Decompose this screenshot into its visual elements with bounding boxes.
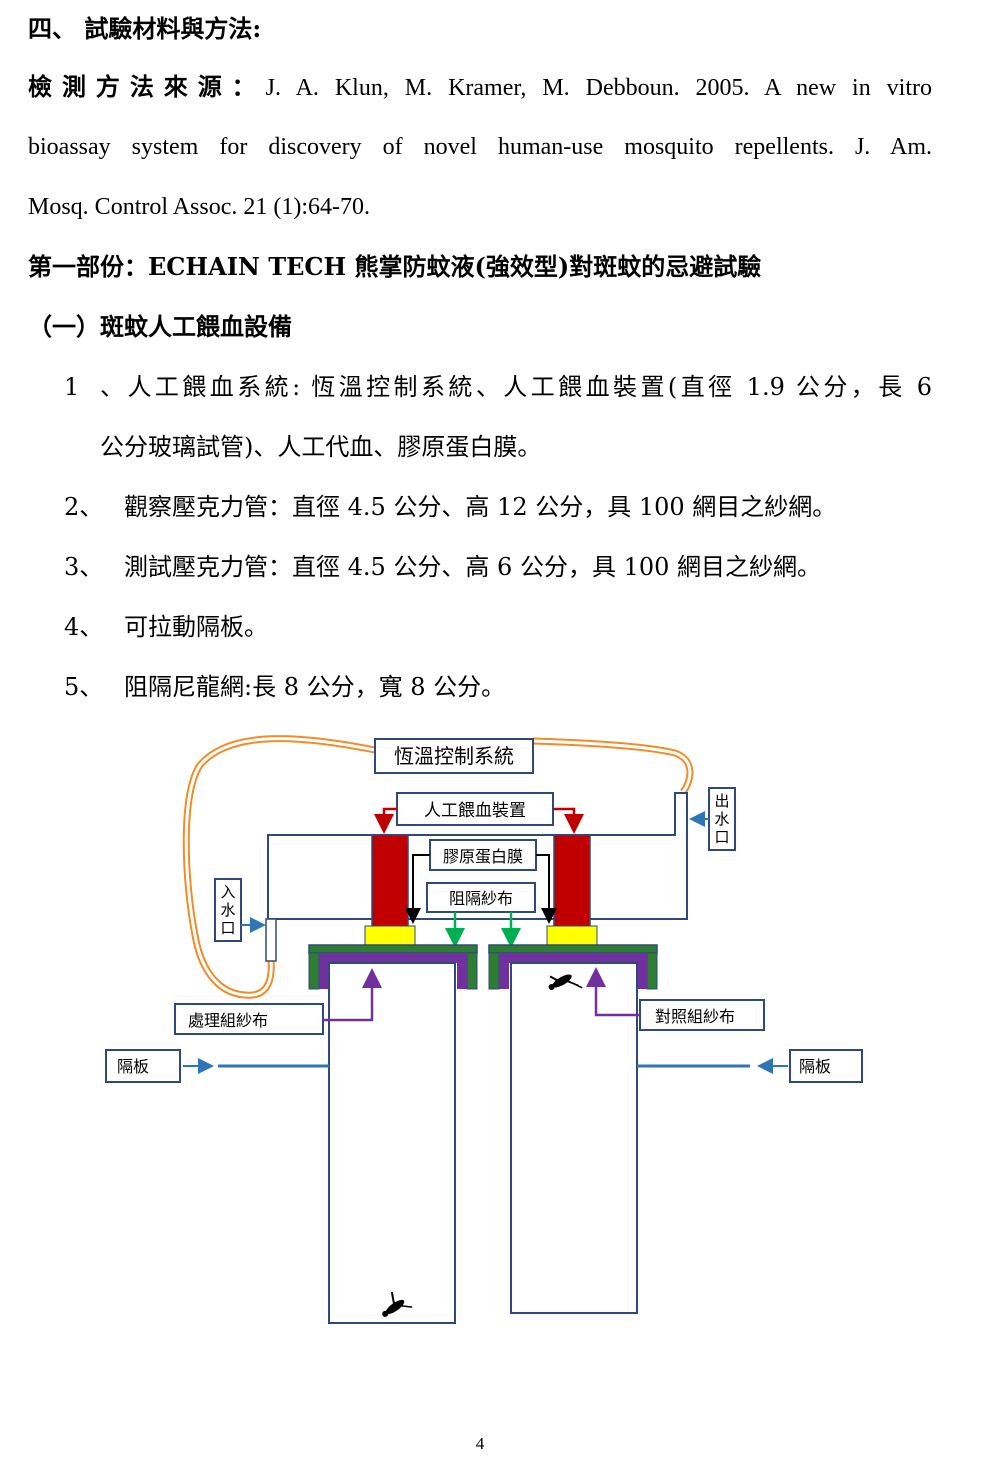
- part-heading: 第一部份：ECHAIN TECH 熊掌防蚊液(強效型)對斑蚊的忌避試驗: [28, 252, 762, 281]
- list-item-number: 2、: [64, 493, 104, 521]
- gauze-left-edge-l: [319, 963, 329, 989]
- test-tube-left: [328, 962, 456, 1324]
- list-item-text: 測試壓克力管：直徑 4.5 公分、高 6 公分，具 100 網目之紗網。: [124, 553, 822, 581]
- cap-right-side-r: [646, 952, 658, 990]
- page-number: 4: [475, 1434, 485, 1453]
- mosquito-icon: [382, 1291, 413, 1317]
- svg-text:對照組紗布: 對照組紗布: [655, 1007, 735, 1026]
- treated-gauze-label: 處理組紗布: [174, 1003, 324, 1035]
- thermostat-label: 恆溫控制系統: [374, 738, 534, 774]
- test-tube-right: [510, 962, 638, 1314]
- feeding-apparatus-diagram: 恆溫控制系統 人工餵血裝置 膠原蛋白膜 阻隔紗布 出 水 口: [105, 735, 863, 1324]
- list-item-continuation: 公分玻璃試管)、人工代血、膠原蛋白膜。: [100, 433, 542, 461]
- list-item-text: 人工餵血系統: 恆溫控制系統、人工餵血裝置(直徑 1.9 公分，長 6: [124, 373, 932, 401]
- list-item: 4、可拉動隔板。: [64, 612, 268, 642]
- svg-text:隔板: 隔板: [117, 1057, 149, 1076]
- list-item: 1、人工餵血系統: 恆溫控制系統、人工餵血裝置(直徑 1.9 公分，長 6: [64, 372, 932, 402]
- list-item-number: 5、: [64, 673, 104, 701]
- collagen-label: 膠原蛋白膜: [429, 839, 537, 871]
- gauze-left-edge-r: [457, 963, 467, 989]
- feeder-arrow-left: [374, 807, 397, 834]
- inlet-label: 入 水 口: [214, 878, 242, 942]
- list-item-number: 3、: [64, 553, 104, 581]
- inlet-pipe: [265, 918, 277, 962]
- feeder-label: 人工餵血裝置: [396, 792, 554, 826]
- source-line-2: bioassay system for discovery of novel h…: [28, 134, 932, 160]
- svg-text:阻隔紗布: 阻隔紗布: [449, 889, 513, 908]
- gauze-left: [319, 953, 467, 963]
- list-item-text: 可拉動隔板。: [124, 613, 268, 641]
- svg-text:口: 口: [220, 919, 235, 937]
- sub-heading: （一）斑蚊人工餵血設備: [28, 312, 292, 341]
- svg-text:膠原蛋白膜: 膠原蛋白膜: [443, 847, 523, 866]
- source-line-3: Mosq. Control Assoc. 21 (1):64-70.: [28, 194, 370, 220]
- partition-left-label: 隔板: [105, 1049, 181, 1083]
- svg-text:處理組紗布: 處理組紗布: [188, 1011, 268, 1030]
- svg-text:水: 水: [714, 810, 729, 828]
- cap-left-side-r: [466, 952, 478, 990]
- gauze-right: [499, 953, 647, 963]
- svg-text:恆溫控制系統: 恆溫控制系統: [394, 744, 514, 768]
- feeder-arrow-right: [553, 807, 584, 834]
- water-tube-left-inner: [184, 737, 376, 997]
- source-line-1: 檢測方法來源：J. A. Klun, M. Kramer, M. Debboun…: [28, 72, 932, 103]
- cap-right-side-l: [488, 952, 500, 990]
- list-item: 2、觀察壓克力管：直徑 4.5 公分、高 12 公分，具 100 網目之紗網。: [64, 492, 836, 522]
- partition-right-label: 隔板: [789, 1049, 863, 1083]
- membrane-left: [364, 925, 416, 946]
- control-gauze-arrow: [586, 967, 640, 1017]
- outlet-label: 出 水 口: [708, 787, 736, 851]
- list-item: 5、阻隔尼龍網:長 8 公分，寬 8 公分。: [64, 672, 505, 702]
- list-item: 3、測試壓克力管：直徑 4.5 公分、高 6 公分，具 100 網目之紗網。: [64, 552, 821, 582]
- svg-text:人工餵血裝置: 人工餵血裝置: [424, 801, 526, 821]
- control-gauze-label: 對照組紗布: [639, 999, 765, 1031]
- feeder-left: [371, 834, 409, 943]
- plate-left: [308, 944, 478, 954]
- list-item-number: 1、: [64, 373, 124, 401]
- svg-text:隔板: 隔板: [799, 1057, 831, 1076]
- water-tube-right-inner: [532, 739, 692, 793]
- cap-left-side-l: [308, 952, 320, 990]
- mosquito-icon: [548, 974, 583, 990]
- list-item-text: 阻隔尼龍網:長 8 公分，寬 8 公分。: [124, 673, 506, 701]
- svg-text:入: 入: [220, 883, 235, 901]
- source-citation-1: J. A. Klun, M. Kramer, M. Debboun. 2005.…: [265, 75, 932, 101]
- water-tube-right: [532, 737, 694, 795]
- plate-right: [488, 944, 658, 954]
- section-heading: 四、 試驗材料與方法:: [28, 14, 262, 43]
- membrane-right: [546, 925, 598, 946]
- list-item-text: 觀察壓克力管：直徑 4.5 公分、高 12 公分，具 100 網目之紗網。: [124, 493, 837, 521]
- treated-gauze-arrow: [323, 968, 382, 1022]
- barrier-gauze-label: 阻隔紗布: [426, 882, 536, 913]
- svg-text:口: 口: [714, 828, 729, 846]
- feeder-right: [553, 834, 591, 943]
- collagen-arrow-left: [405, 854, 430, 924]
- gauze-right-edge-l: [499, 963, 509, 989]
- collagen-arrow-right: [536, 854, 557, 924]
- gauze-right-edge-r: [637, 963, 647, 989]
- svg-text:出: 出: [714, 792, 729, 810]
- svg-text:水: 水: [220, 901, 235, 919]
- list-item-number: 4、: [64, 613, 104, 641]
- source-label: 檢測方法來源：: [28, 72, 266, 101]
